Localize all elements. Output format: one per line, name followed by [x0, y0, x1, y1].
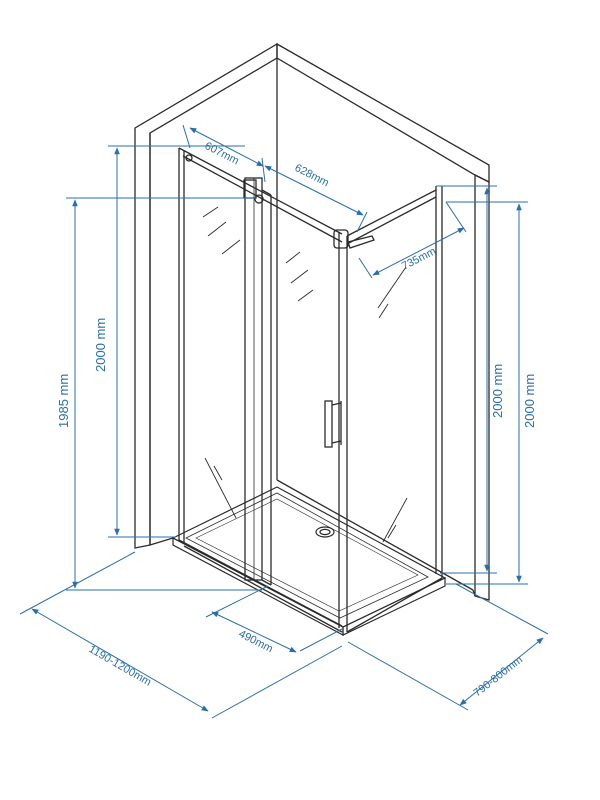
dim-line-607 — [189, 127, 264, 167]
dim-line-1190 — [31, 608, 209, 712]
back-wall-top — [276, 42, 490, 184]
sliding-door-frame — [244, 177, 263, 581]
label-628: 628mm — [293, 162, 331, 189]
walls — [134, 42, 490, 601]
label-1985: 1985 mm — [56, 374, 71, 428]
door-handle — [324, 400, 342, 448]
label-2000-right-inner: 2000 mm — [490, 364, 505, 418]
dimension-lines — [19, 124, 549, 719]
dim-line-735 — [372, 227, 465, 276]
label-1190: 1190-1200mm — [87, 643, 154, 688]
glass-reflections — [202, 206, 408, 543]
glass-panels — [178, 147, 443, 633]
dimension-labels: 607mm 628mm 735mm 1985 mm 2000 mm 2000 m… — [56, 140, 537, 699]
left-wall — [134, 42, 278, 549]
label-790: 790-800mm — [471, 654, 525, 700]
dim-line-790 — [459, 637, 544, 706]
label-735: 735mm — [400, 245, 438, 272]
drain — [315, 526, 335, 538]
right-wall — [474, 173, 490, 601]
label-490: 490mm — [237, 628, 275, 655]
dim-line-628 — [264, 165, 364, 216]
label-2000-right-outer: 2000 mm — [522, 374, 537, 428]
label-2000-left: 2000 mm — [93, 318, 108, 372]
dim-line-490 — [211, 611, 297, 653]
